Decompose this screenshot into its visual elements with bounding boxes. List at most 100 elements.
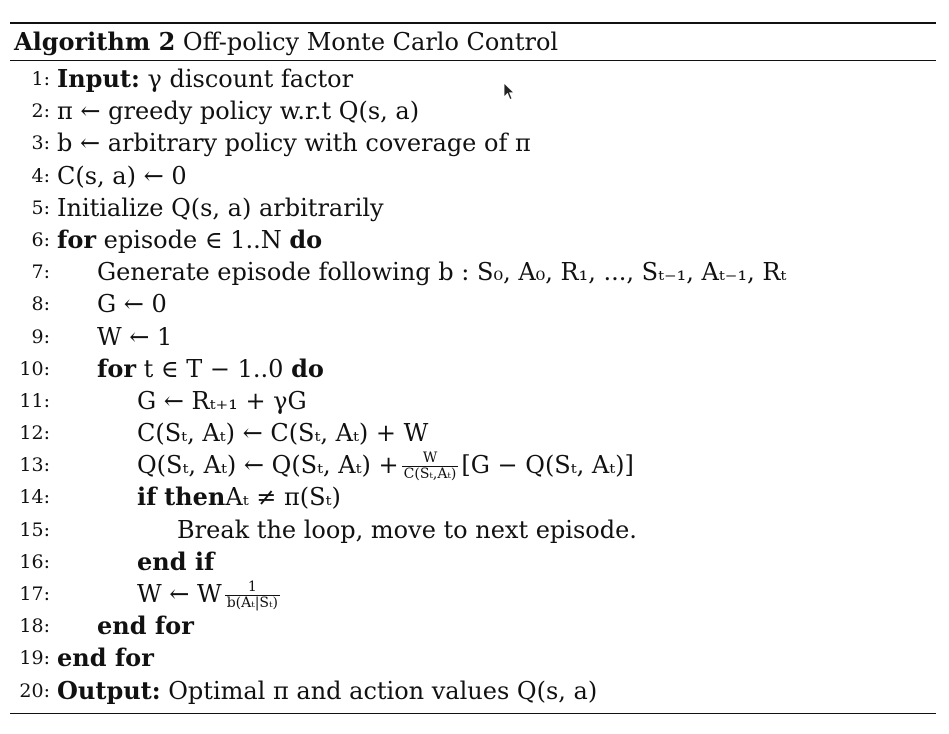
- line-number: 1:: [31, 68, 51, 90]
- line-number: 9:: [31, 325, 51, 348]
- line-number: 3:: [31, 132, 51, 155]
- line-text: Q(Sₜ, Aₜ) ← Q(Sₜ, Aₜ) +: [137, 451, 399, 480]
- algorithm-line: 19: end for: [10, 642, 936, 674]
- line-content: if thenAₜ ≠ π(Sₜ): [137, 481, 341, 513]
- algorithm-line: 4: C(s, a) ← 0: [10, 160, 936, 192]
- line-text: Aₜ ≠ π(Sₜ): [225, 483, 341, 512]
- line-number: 19:: [19, 647, 50, 670]
- keyword: do: [291, 353, 324, 383]
- line-content: end for: [97, 610, 194, 642]
- line-content: for episode ∈ 1..N do: [57, 224, 322, 256]
- line-number: 10:: [19, 357, 50, 380]
- line-content: Generate episode following b : S₀, A₀, R…: [97, 256, 786, 288]
- line-number: 16:: [19, 550, 50, 573]
- line-number: 7:: [31, 261, 51, 284]
- keyword: then: [164, 482, 226, 512]
- line-number: 8:: [31, 293, 51, 316]
- line-number: 12:: [19, 422, 50, 445]
- line-text: Break the loop, move to next episode.: [177, 515, 637, 544]
- line-text: [156, 483, 164, 511]
- algorithm-line: 12: C(Sₜ, Aₜ) ← C(Sₜ, Aₜ) + W: [10, 417, 936, 449]
- line-number: 11:: [19, 389, 50, 412]
- algorithm-line: 20: Output: Optimal π and action values Q…: [10, 675, 936, 707]
- line-text: C(Sₜ, Aₜ) ← C(Sₜ, Aₜ) + W: [137, 419, 429, 448]
- keyword: for: [57, 224, 96, 254]
- line-text: [G − Q(Sₜ, Aₜ)]: [461, 451, 634, 480]
- line-number: 5:: [31, 196, 51, 219]
- line-content: C(s, a) ← 0: [57, 160, 187, 192]
- line-number: 17:: [19, 583, 50, 605]
- line-content: b ← arbitrary policy with coverage of π: [57, 127, 531, 159]
- algorithm-line: 6: for episode ∈ 1..N do: [10, 224, 936, 256]
- line-text: π ← greedy policy w.r.t Q(s, a): [57, 97, 420, 126]
- algorithm-line: 7: Generate episode following b : S₀, A₀,…: [10, 256, 936, 288]
- line-content: G ← Rₜ₊₁ + γG: [137, 385, 307, 417]
- line-content: Initialize Q(s, a) arbitrarily: [57, 192, 384, 224]
- bottom-rule: [10, 712, 936, 714]
- line-text: W ← W: [137, 580, 222, 608]
- line-number: 15:: [19, 518, 50, 541]
- keyword: for: [97, 353, 136, 383]
- line-text: Initialize Q(s, a) arbitrarily: [57, 193, 384, 222]
- line-text: Generate episode following b : S₀, A₀, R…: [97, 258, 787, 287]
- line-number: 2:: [31, 100, 51, 123]
- fraction-denominator: b(Aₜ|Sₜ): [226, 595, 278, 611]
- line-content: end for: [57, 642, 154, 674]
- algorithm-line: 2: π ← greedy policy w.r.t Q(s, a): [10, 95, 936, 127]
- algorithm-line: 11: G ← Rₜ₊₁ + γG: [10, 385, 936, 417]
- fraction-numerator: 1: [224, 580, 280, 596]
- line-content: for t ∈ T − 1..0 do: [97, 353, 324, 385]
- line-number: 18:: [19, 615, 50, 638]
- algorithm-line: 3: b ← arbitrary policy with coverage of …: [10, 127, 936, 159]
- keyword: Output:: [57, 675, 161, 705]
- line-text: C(s, a) ← 0: [57, 161, 187, 190]
- line-text: G ← Rₜ₊₁ + γG: [137, 386, 307, 415]
- line-text: W ← 1: [97, 322, 173, 351]
- keyword: if: [137, 482, 157, 512]
- keyword: do: [289, 224, 323, 254]
- algorithm-line: 9: W ← 1: [10, 321, 936, 353]
- caption-title: Off-policy Monte Carlo Control: [182, 28, 559, 56]
- line-text: t ∈ T − 1..0: [135, 354, 292, 383]
- fraction-denominator: C(Sₜ,Aₜ): [403, 466, 457, 483]
- algorithm-line: 14: if thenAₜ ≠ π(Sₜ): [10, 481, 936, 513]
- algorithm-block: Algorithm 2 Off-policy Monte Carlo Contr…: [10, 22, 936, 714]
- line-text: γ discount factor: [139, 65, 354, 93]
- line-content: end if: [137, 546, 214, 578]
- fraction-numerator: W: [401, 451, 459, 468]
- algorithm-caption: Algorithm 2 Off-policy Monte Carlo Contr…: [10, 24, 936, 60]
- line-number: 20:: [19, 679, 50, 702]
- line-number: 13:: [19, 454, 50, 477]
- line-text: Optimal π and action values Q(s, a): [160, 676, 598, 705]
- keyword: Input:: [57, 64, 140, 93]
- algorithm-line: 16: end if: [10, 546, 936, 578]
- line-content: W ← 1: [97, 321, 172, 353]
- line-content: Input: γ discount factor: [57, 63, 353, 95]
- algorithm-line: 18: end for: [10, 610, 936, 642]
- line-text: b ← arbitrary policy with coverage of π: [57, 129, 531, 158]
- line-content: Break the loop, move to next episode.: [177, 514, 637, 546]
- keyword: end for: [97, 611, 194, 641]
- mouse-cursor-icon: [503, 82, 515, 101]
- algorithm-lines: 1: Input: γ discount factor 2: π ← greedy p…: [10, 61, 936, 713]
- line-content: C(Sₜ, Aₜ) ← C(Sₜ, Aₜ) + W: [137, 417, 428, 449]
- line-content: Output: Optimal π and action values Q(s,…: [57, 675, 597, 707]
- caption-rule: [10, 60, 936, 61]
- algorithm-line: 10: for t ∈ T − 1..0 do: [10, 353, 936, 385]
- line-text: episode ∈ 1..N: [95, 225, 290, 254]
- line-text: G ← 0: [97, 290, 167, 319]
- line-number: 14:: [19, 486, 50, 509]
- algorithm-line: 1: Input: γ discount factor: [10, 63, 936, 95]
- caption-label: Algorithm 2: [14, 27, 176, 56]
- line-number: 6:: [31, 228, 51, 251]
- line-content: π ← greedy policy w.r.t Q(s, a): [57, 95, 419, 127]
- keyword: end for: [57, 643, 154, 673]
- line-number: 4:: [31, 164, 51, 187]
- algorithm-line: 15: Break the loop, move to next episode.: [10, 514, 936, 546]
